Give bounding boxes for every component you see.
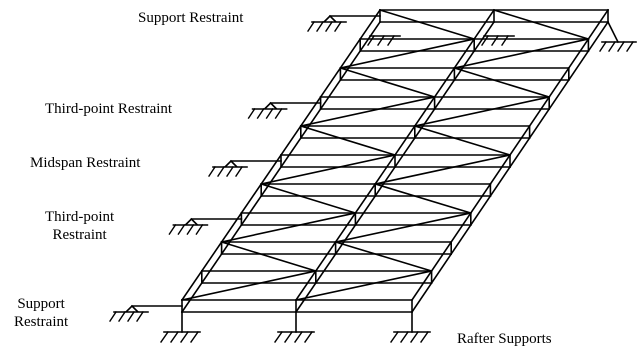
restraint-pin (125, 304, 139, 313)
restraint-pin (184, 217, 198, 226)
diagonal-brace (453, 67, 551, 98)
diagonal-brace (220, 212, 357, 243)
diagonal-brace (334, 212, 472, 243)
rafter-support-hatch (294, 331, 303, 343)
rafter-support-hatch (390, 331, 399, 343)
restraint-hatch (265, 108, 274, 119)
restraint-hatch (307, 21, 315, 32)
label-third-point-restraint-upper: Third-point Restraint (45, 101, 173, 117)
corner-support-hatch (608, 41, 616, 52)
restraint-hatch (109, 311, 117, 322)
rafter-support-symbols (160, 20, 637, 343)
restraint-hatch (208, 166, 216, 177)
restraint-hatch (177, 224, 186, 235)
rafter-support-hatch (400, 331, 409, 343)
back-support-hatch (501, 35, 509, 46)
restraint-hatch (334, 21, 342, 32)
restraint-pin (224, 159, 238, 168)
restraint-hatch (118, 311, 126, 322)
diagonal-brace (334, 241, 433, 272)
diagonal-brace (339, 38, 476, 69)
back-support-hatch (367, 35, 375, 46)
back-support-hatch (491, 35, 499, 46)
restraint-pin (323, 14, 337, 23)
rafter-support-hatch (274, 331, 283, 343)
restraint-hatch (195, 224, 204, 235)
diagonal-brace (374, 154, 511, 185)
restraint-hatch (274, 108, 283, 119)
label-support-restraint-bottom: Support Restraint (14, 296, 69, 330)
label-third-point-restraint-lower: Third-point Restraint (45, 209, 115, 243)
rafter-support-hatch (420, 331, 429, 343)
diagonal-brace (493, 9, 590, 40)
restraint-hatch (168, 224, 177, 235)
rafter-support-hatch (410, 331, 419, 343)
back-support-hatch (377, 35, 385, 46)
rafter-support-hatch (190, 331, 199, 343)
restraint-hatch (136, 311, 144, 322)
back-support-hatch (481, 35, 489, 46)
restraint-hatch (256, 108, 265, 119)
diagonal-brace (295, 270, 433, 301)
rafter-support-hatch (160, 331, 169, 343)
restraint-hatch (247, 108, 256, 119)
corner-support-hatch (626, 41, 634, 52)
diagonal-brace (299, 96, 436, 127)
diagonal-brace (413, 125, 511, 156)
restraint-hatch (316, 21, 324, 32)
corner-support-hatch (599, 41, 607, 52)
label-support-restraint-top: Support Restraint (138, 10, 244, 26)
diagonal-brace (260, 183, 357, 214)
diagonal-brace (413, 96, 551, 127)
rafter-support-hatch (284, 331, 293, 343)
diagonal-brace (379, 9, 476, 40)
diagonal-brace (374, 183, 472, 214)
restraint-pin (264, 101, 278, 110)
corner-support-hatch (617, 41, 625, 52)
rafter-support-hatch (170, 331, 179, 343)
label-rafter-supports: Rafter Supports (457, 331, 552, 347)
back-support-hatch (387, 35, 395, 46)
rafter-support-hatch (180, 331, 189, 343)
restraint-hatch (325, 21, 333, 32)
roof-truss (180, 8, 610, 314)
corner-support-post (606, 20, 620, 44)
diagonal-brace (299, 125, 396, 156)
diagonal-brace (453, 38, 590, 69)
restraint-hatch (186, 224, 195, 235)
restraint-hatch (226, 166, 234, 177)
diagonal-brace (260, 154, 396, 185)
label-midspan-restraint: Midspan Restraint (30, 155, 141, 171)
restraint-hatch (127, 311, 135, 322)
rafter-support-hatch (304, 331, 313, 343)
diagonal-brace (220, 241, 317, 272)
restraint-symbols (109, 14, 381, 322)
diagonal-brace (181, 270, 317, 301)
restraint-hatch (235, 166, 243, 177)
restraint-hatch (217, 166, 225, 177)
diagonal-brace (339, 67, 436, 98)
